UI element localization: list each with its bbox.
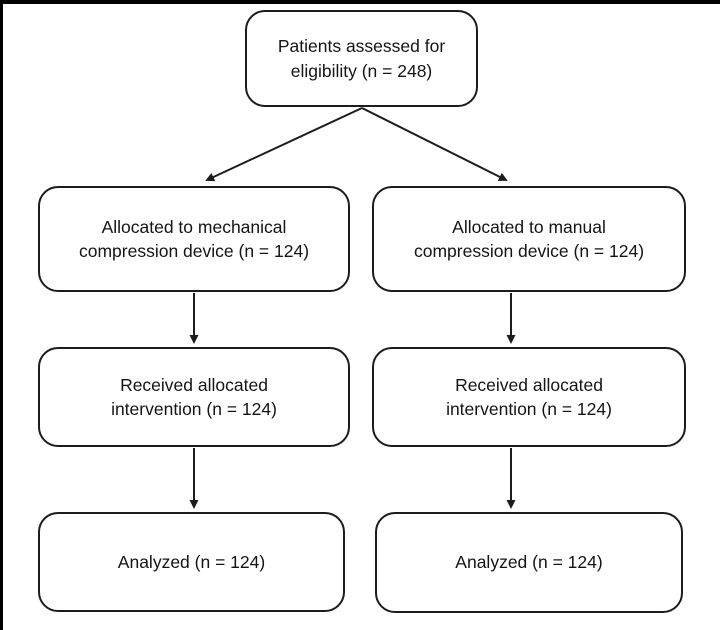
node-allocated-mechanical: Allocated to mechanical compression devi… bbox=[38, 186, 350, 292]
node-received-manual-label: Received allocated intervention (n = 124… bbox=[446, 374, 612, 419]
node-received-mechanical: Received allocated intervention (n = 124… bbox=[38, 347, 350, 447]
frame-left-border bbox=[0, 0, 3, 630]
node-analyzed-manual: Analyzed (n = 124) bbox=[375, 512, 683, 613]
node-allocated-mechanical-label: Allocated to mechanical compression devi… bbox=[78, 216, 310, 261]
node-analyzed-manual-label: Analyzed (n = 124) bbox=[455, 552, 603, 573]
node-allocated-manual: Allocated to manual compression device (… bbox=[372, 186, 686, 292]
node-allocated-manual-label: Allocated to manual compression device (… bbox=[413, 216, 645, 261]
node-analyzed-mechanical: Analyzed (n = 124) bbox=[38, 512, 345, 612]
node-eligibility: Patients assessed for eligibility (n = 2… bbox=[245, 10, 478, 107]
node-received-manual: Received allocated intervention (n = 124… bbox=[372, 347, 686, 447]
node-eligibility-label: Patients assessed for eligibility (n = 2… bbox=[277, 36, 446, 81]
frame-top-border bbox=[0, 0, 720, 4]
node-analyzed-mechanical-label: Analyzed (n = 124) bbox=[117, 551, 266, 572]
node-received-mechanical-label: Received allocated intervention (n = 124… bbox=[111, 374, 277, 419]
arrow-eligibility-to-mechanical bbox=[205, 107, 363, 182]
arrow-eligibility-to-manual bbox=[361, 107, 508, 181]
